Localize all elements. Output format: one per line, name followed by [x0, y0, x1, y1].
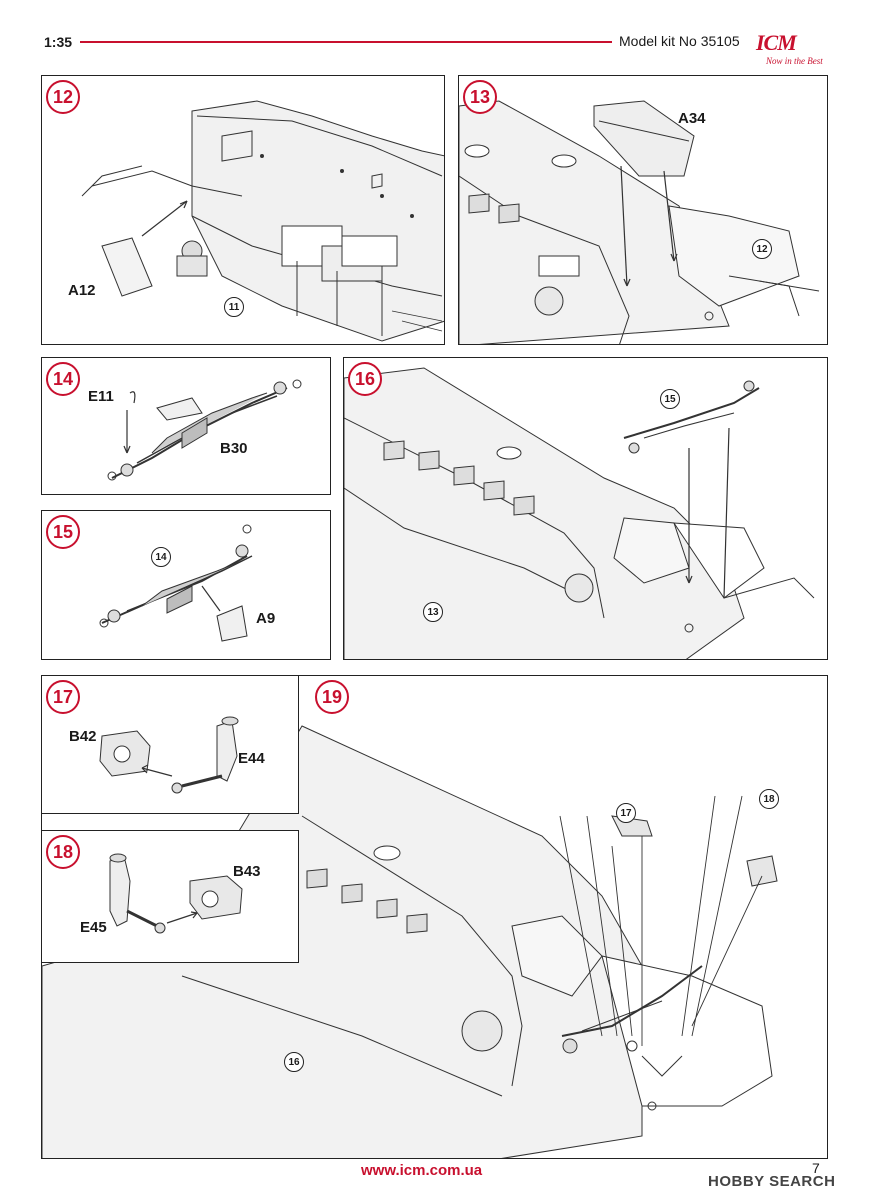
logo-text: ICM: [756, 30, 797, 55]
part-e44-label: E44: [238, 750, 265, 767]
step-13-badge: 13: [463, 80, 497, 114]
part-a9-label: A9: [256, 610, 276, 627]
ref-13-badge: 13: [423, 602, 443, 622]
scale-label: 1:35: [44, 34, 73, 50]
ref-18-badge-s19: 18: [759, 789, 779, 809]
footer-url[interactable]: www.icm.com.ua: [361, 1162, 483, 1179]
part-a34-label: A34: [678, 110, 706, 127]
ref-15-badge: 15: [660, 389, 680, 409]
kit-number: Model kit No 35105: [619, 33, 740, 49]
step-17-panel: 17 B42 E44: [41, 675, 299, 814]
step-12-panel: 12 A12 11: [41, 75, 445, 345]
step-15-panel: 15 14 A9: [41, 510, 331, 660]
step-19-badge: 19: [315, 680, 349, 714]
part-b30-label: B30: [220, 440, 248, 457]
step-16-badge: 16: [348, 362, 382, 396]
step-17-badge: 17: [46, 680, 80, 714]
ref-12-badge: 12: [752, 239, 772, 259]
step-12-drawing: [81, 100, 444, 342]
step-18-drawing: [109, 853, 243, 934]
header-rule: [80, 41, 612, 43]
ref-17-badge-s19: 17: [616, 803, 636, 823]
ref-11-badge: 11: [224, 297, 244, 317]
step-14-drawing: [107, 379, 302, 481]
step-13-drawing: [459, 100, 820, 344]
step-18-panel: 18 B43 E45: [41, 830, 299, 963]
step-14-badge: 14: [46, 362, 80, 396]
part-b43-label: B43: [233, 863, 261, 880]
step-15-badge: 15: [46, 515, 80, 549]
step-13-panel: 13 A34 12: [458, 75, 828, 345]
step-14-panel: 14 E11 B30: [41, 357, 331, 495]
step-15-drawing: [99, 524, 253, 642]
step-17-drawing: [99, 716, 239, 794]
part-e45-label: E45: [80, 919, 107, 936]
ref-16-badge: 16: [284, 1052, 304, 1072]
watermark: HOBBY SEARCH: [708, 1173, 836, 1190]
step-12-badge: 12: [46, 80, 80, 114]
page-number: 7: [812, 1160, 820, 1176]
step-19-drawing: [42, 725, 778, 1158]
part-a12-label: A12: [68, 282, 96, 299]
logo-tagline: Now in the Best: [766, 56, 823, 66]
step-16-panel: 16 15 13: [343, 357, 828, 660]
ref-14-badge: 14: [151, 547, 171, 567]
icm-logo: ICM Now in the Best: [752, 30, 824, 70]
part-e11-label: E11: [88, 388, 114, 405]
part-b42-label: B42: [69, 728, 97, 745]
step-18-badge: 18: [46, 835, 80, 869]
step-16-drawing: [344, 367, 815, 659]
